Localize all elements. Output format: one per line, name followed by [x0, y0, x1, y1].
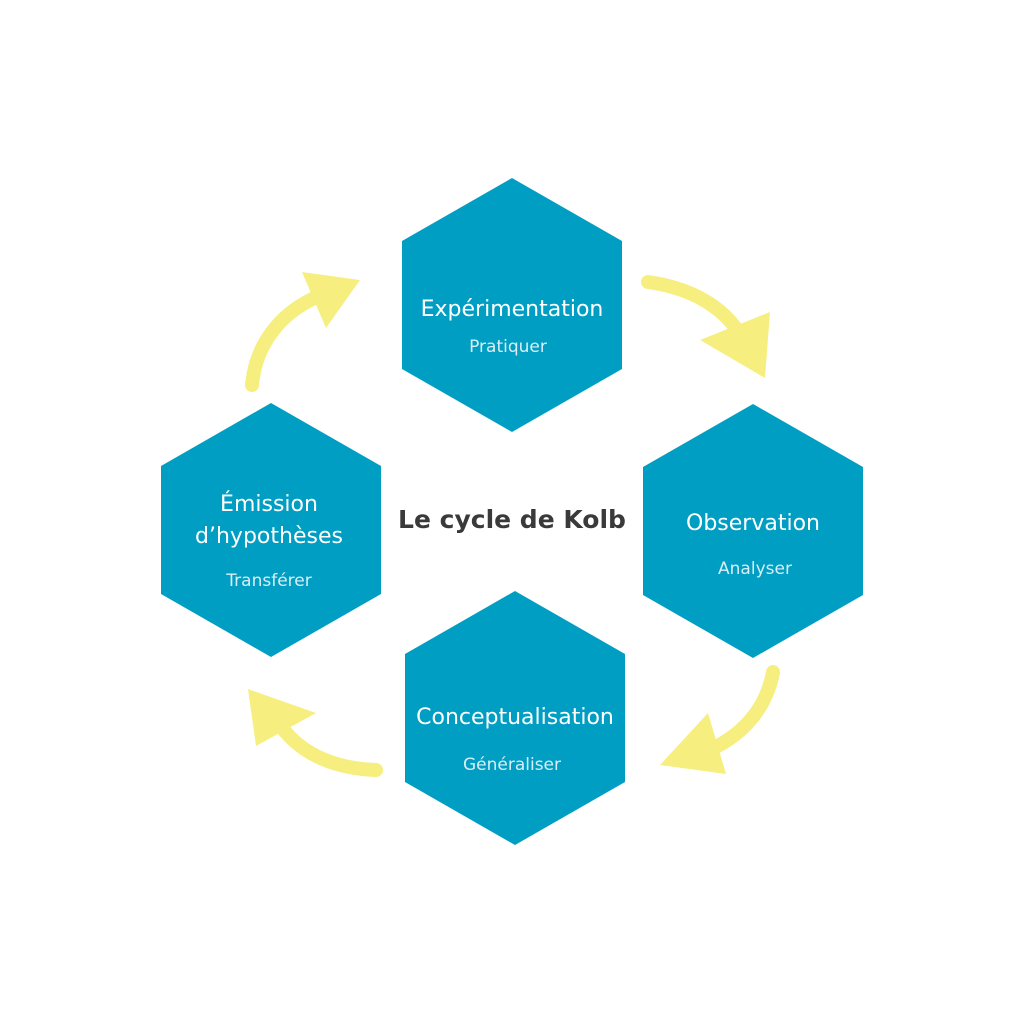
stage-observation-subtitle: Analyser	[718, 559, 792, 579]
hexagon-emission-hypotheses	[161, 403, 381, 657]
cycle-arrows	[245, 272, 780, 777]
stage-hexagons: Expérimentation Pratiquer Observation An…	[161, 178, 863, 845]
arrow-emission-to-experimentation	[245, 272, 360, 392]
arrow-conceptualisation-to-emission	[248, 689, 383, 777]
arrow-experimentation-to-observation	[641, 275, 770, 378]
center-title: Le cycle de Kolb	[398, 505, 626, 534]
stage-conceptualisation: Conceptualisation Généraliser	[405, 591, 625, 845]
hexagon-conceptualisation	[405, 591, 625, 845]
hexagon-observation	[643, 404, 863, 658]
stage-experimentation-subtitle: Pratiquer	[469, 337, 547, 357]
stage-experimentation: Expérimentation Pratiquer	[402, 178, 622, 432]
stage-conceptualisation-title: Conceptualisation	[416, 705, 614, 730]
arrow-observation-to-conceptualisation	[660, 665, 780, 774]
hexagon-experimentation	[402, 178, 622, 432]
stage-emission-hypotheses: Émission d’hypothèses Transférer	[161, 403, 381, 657]
stage-observation-title: Observation	[686, 511, 820, 536]
stage-emission-subtitle: Transférer	[225, 571, 311, 591]
stage-emission-title-line1: Émission	[220, 491, 318, 517]
stage-experimentation-title: Expérimentation	[421, 297, 604, 322]
stage-conceptualisation-subtitle: Généraliser	[463, 755, 561, 775]
stage-emission-title-line2: d’hypothèses	[195, 524, 343, 549]
stage-observation: Observation Analyser	[643, 404, 863, 658]
